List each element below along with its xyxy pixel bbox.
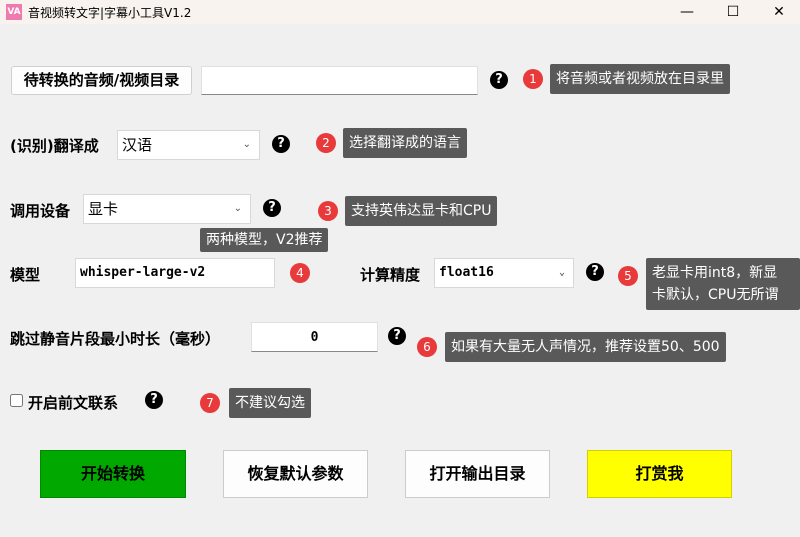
- help-icon[interactable]: ?: [586, 263, 604, 281]
- model-select[interactable]: whisper-large-v2: [75, 258, 275, 288]
- tooltip: 两种模型，V2推荐: [200, 228, 329, 252]
- silence-input[interactable]: [251, 322, 378, 352]
- silence-label: 跳过静音片段最小时长（毫秒）: [10, 330, 221, 348]
- help-icon[interactable]: ?: [490, 71, 508, 89]
- dir-input[interactable]: [201, 66, 478, 95]
- tip-number-badge: 6: [417, 337, 437, 357]
- tip-number-badge: 5: [618, 266, 638, 286]
- tooltip: 将音频或者视频放在目录里: [550, 64, 730, 94]
- precision-label: 计算精度: [360, 266, 421, 284]
- chevron-down-icon: ⌄: [233, 203, 242, 214]
- tooltip-line: 老显卡用int8，新显: [652, 265, 778, 281]
- selected-value: 显卡: [88, 200, 119, 218]
- tip-number-badge: 1: [523, 69, 543, 89]
- tip-number-badge: 2: [316, 133, 336, 153]
- help-icon[interactable]: ?: [272, 135, 290, 153]
- selected-value: 汉语: [122, 136, 153, 154]
- tooltip: 支持英伟达显卡和CPU: [345, 196, 498, 226]
- app-logo: VA: [6, 4, 22, 20]
- donate-button[interactable]: 打赏我: [587, 450, 732, 498]
- device-label: 调用设备: [10, 202, 71, 220]
- translate-label: (识别)翻译成: [10, 137, 99, 155]
- open-output-button[interactable]: 打开输出目录: [405, 450, 550, 498]
- model-label: 模型: [10, 266, 41, 284]
- tooltip: 老显卡用int8，新显卡默认，CPU无所谓: [646, 258, 800, 310]
- selected-value: whisper-large-v2: [80, 265, 206, 280]
- chevron-down-icon: ⌄: [558, 267, 565, 278]
- tooltip: 不建议勾选: [229, 388, 311, 418]
- reset-button[interactable]: 恢复默认参数: [223, 450, 368, 498]
- tooltip: 如果有大量无人声情况，推荐设置50、500: [445, 332, 726, 362]
- help-icon[interactable]: ?: [145, 391, 163, 409]
- selected-value: float16: [439, 265, 494, 280]
- tip-number-badge: 3: [318, 201, 338, 221]
- help-icon[interactable]: ?: [388, 327, 406, 345]
- context-label[interactable]: 开启前文联系: [28, 394, 119, 412]
- close-button[interactable]: ✕: [773, 4, 785, 20]
- tip-number-badge: 7: [200, 393, 220, 413]
- minimize-button[interactable]: —: [680, 4, 694, 20]
- window-title: 音视频转文字|字幕小工具V1.2: [28, 6, 192, 20]
- help-icon[interactable]: ?: [263, 199, 281, 217]
- tooltip: 选择翻译成的语言: [343, 128, 467, 158]
- device-select[interactable]: 显卡 ⌄: [83, 194, 251, 224]
- tooltip-line: 卡默认，CPU无所谓: [652, 287, 779, 303]
- precision-select[interactable]: float16 ⌄: [434, 258, 574, 288]
- chevron-down-icon: ⌄: [242, 139, 251, 150]
- translate-select[interactable]: 汉语 ⌄: [117, 130, 260, 160]
- start-button[interactable]: 开始转换: [40, 450, 186, 498]
- title-bar: [0, 0, 800, 24]
- maximize-button[interactable]: ☐: [726, 4, 740, 20]
- select-dir-button[interactable]: 待转换的音频/视频目录: [11, 66, 192, 95]
- context-checkbox[interactable]: [10, 394, 23, 407]
- tip-number-badge: 4: [290, 263, 310, 283]
